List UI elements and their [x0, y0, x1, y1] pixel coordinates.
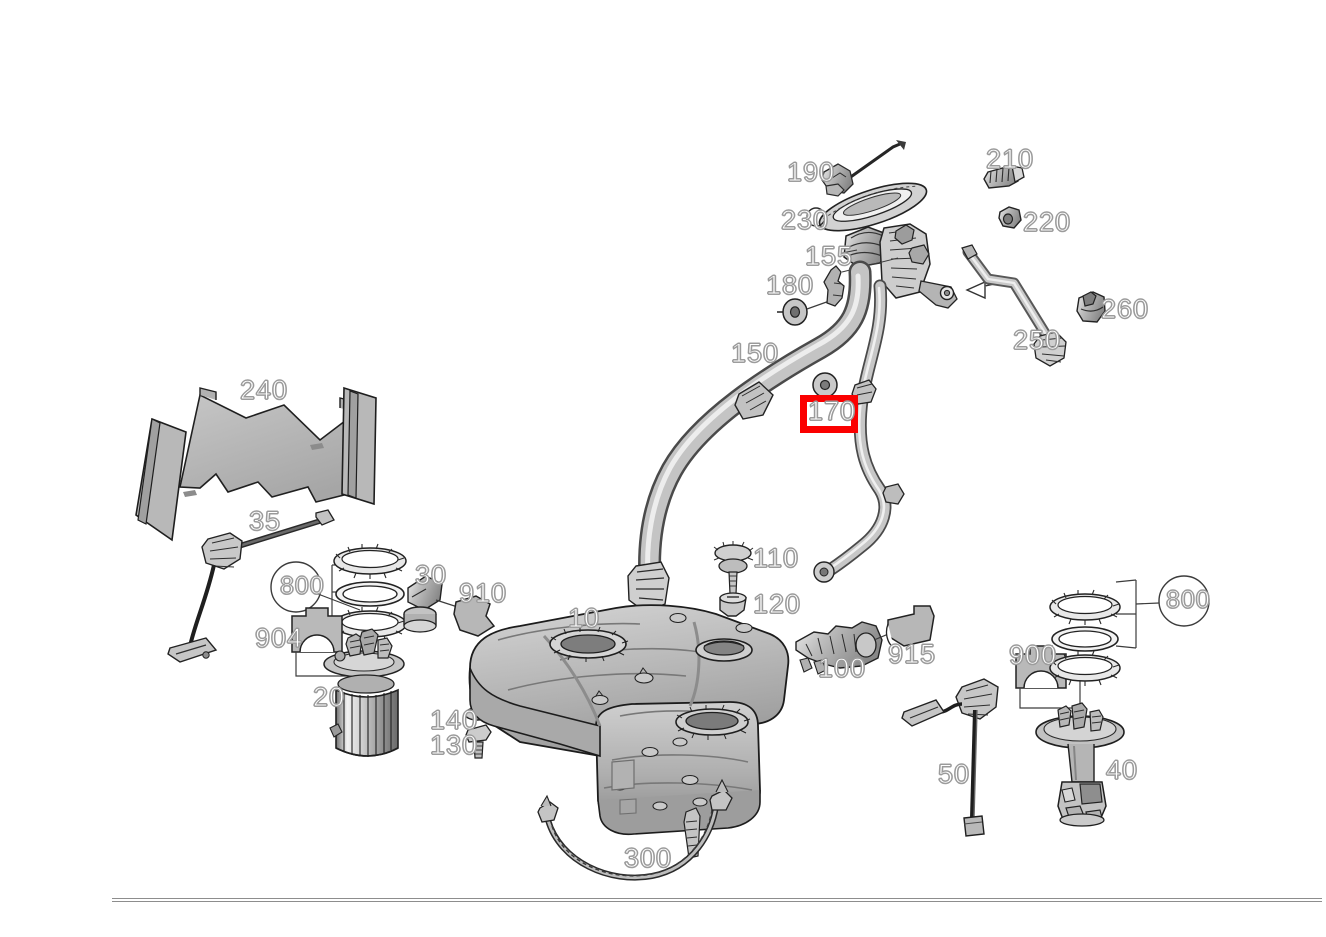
seal-ring-plain	[335, 581, 405, 607]
callout-900: 900	[1008, 640, 1058, 670]
callout-170-highlighted: 170	[807, 396, 857, 426]
part-20-fuel-pump-module	[323, 628, 405, 757]
part-210-screw	[983, 165, 1025, 189]
tank-opening-bottom	[675, 704, 751, 740]
callout-10: 10	[567, 603, 601, 633]
part-40-fuel-level-sender	[1035, 702, 1125, 827]
seal-ring-plain-right	[1051, 626, 1119, 652]
callout-240: 240	[239, 375, 289, 405]
part-35-vent-line	[167, 509, 335, 663]
callout-210: 210	[985, 144, 1035, 174]
callout-110: 110	[752, 543, 800, 573]
callout-150: 150	[730, 338, 780, 368]
callout-220: 220	[1022, 207, 1072, 237]
part-240-heat-shield	[135, 386, 377, 542]
vent-hose-elbow	[882, 483, 905, 505]
callout-300: 300	[623, 843, 673, 873]
part-910-service-kit	[453, 595, 496, 637]
footer-divider-rule	[112, 898, 1322, 902]
callout-40: 40	[1105, 755, 1139, 785]
callout-190: 190	[786, 157, 836, 187]
callout-140: 140	[429, 705, 479, 735]
part-220-nut	[998, 206, 1022, 229]
callout-800-right: 800	[1165, 586, 1211, 614]
part-130-bolt	[465, 724, 492, 759]
part-170-grommet	[812, 372, 838, 398]
callout-30: 30	[414, 560, 448, 590]
callout-230: 230	[780, 205, 830, 235]
vent-hose-end-fitting	[813, 561, 835, 583]
seal-ring-toothed-bottom-right	[1049, 650, 1121, 686]
filler-neck-assembly-group	[777, 140, 1106, 367]
seal-ring-toothed-top	[333, 543, 407, 579]
pipe-clamp-mid	[734, 381, 774, 420]
part-260-hose-clamp	[1076, 291, 1106, 323]
part-190-filler-cap-tether	[821, 140, 906, 197]
part-250-breather-pipe	[961, 244, 1067, 367]
callout-250: 250	[1012, 325, 1062, 355]
callout-20: 20	[312, 682, 346, 712]
callout-910: 910	[458, 578, 508, 608]
highlight-box-170	[800, 395, 858, 433]
callout-130: 130	[429, 730, 479, 760]
part-915-service-kit	[885, 605, 935, 649]
part-800-left-seal-ring-kit	[270, 543, 407, 642]
seal-ring-toothed-top-right	[1049, 589, 1121, 625]
part-170-vent-hose	[812, 279, 905, 583]
callout-800-left: 800	[279, 572, 325, 600]
part-30-pressure-regulator-valve	[403, 575, 496, 637]
part-50-level-sensor-float-arm	[901, 678, 999, 837]
part-10-fuel-tank	[468, 604, 790, 859]
callout-915: 915	[887, 639, 937, 669]
tank-opening-right	[695, 638, 753, 662]
callout-904: 904	[254, 623, 304, 653]
callout-50: 50	[937, 759, 971, 789]
part-120-grommet-nut	[719, 592, 747, 617]
tank-opening-left	[549, 626, 629, 662]
part-110-collar-screw	[713, 541, 754, 595]
callout-260: 260	[1100, 294, 1150, 324]
part-900-repair-kit-right	[1015, 645, 1081, 709]
part-100-valve-block	[795, 605, 935, 675]
part-904-repair-kit-left	[291, 607, 353, 677]
part-300-tank-strap	[537, 778, 733, 881]
callout-180: 180	[765, 270, 815, 300]
callout-100: 100	[817, 653, 867, 683]
vent-hose-connector	[851, 379, 877, 405]
callout-155: 155	[804, 241, 854, 271]
callout-120: 120	[752, 589, 802, 619]
part-150-fuel-filler-pipe	[627, 260, 872, 613]
part-180-sealing-grommet	[777, 298, 836, 326]
part-230-filler-flange-seal	[818, 182, 928, 232]
part-800-right-seal-ring-kit	[1049, 575, 1210, 686]
callout-35: 35	[248, 506, 282, 536]
